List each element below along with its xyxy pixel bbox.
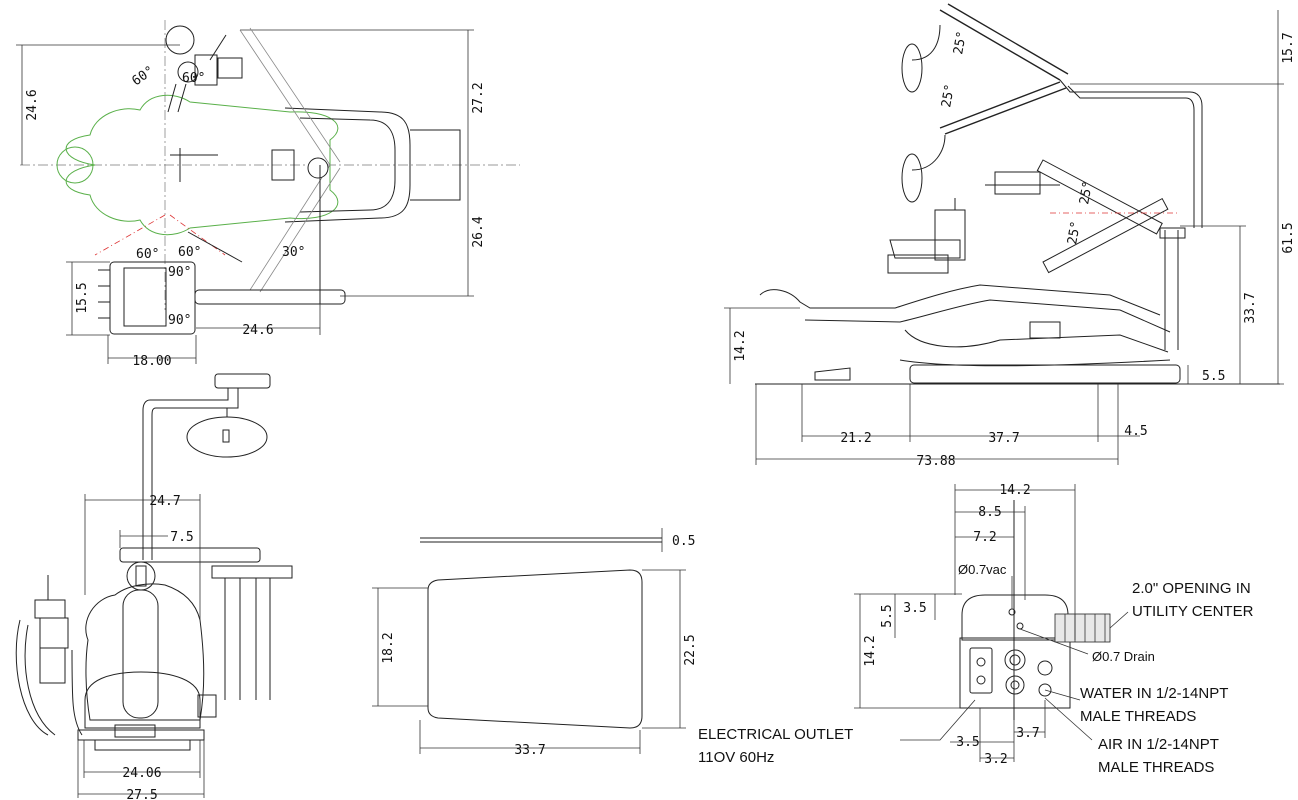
- angle-60-upper-right: 60°: [182, 71, 205, 86]
- dim-util-5-5: 5.5: [880, 604, 895, 627]
- dim-mat-33-7: 33.7: [514, 743, 545, 758]
- angle-60-lower-left: 60°: [136, 247, 159, 262]
- dim-side-4-5: 4.5: [1124, 424, 1147, 439]
- angle-25-d: 25°: [1065, 220, 1084, 246]
- dim-util-3-2: 3.2: [984, 752, 1007, 767]
- angle-90-lower: 90°: [168, 313, 191, 328]
- dim-top-24-6-horizontal: 24.6: [242, 323, 273, 338]
- top-view: 24.6 27.2 26.4 60° 60°: [16, 20, 520, 369]
- angle-60-upper-left: 60°: [129, 63, 157, 89]
- dim-side-15-7: 15.7: [1281, 32, 1296, 63]
- label-electrical-line-1: ELECTRICAL OUTLET: [698, 726, 853, 743]
- angle-90-upper: 90°: [168, 265, 191, 280]
- side-view: 25° 25° 25° 25° 15.7 61.5: [724, 3, 1296, 469]
- label-vac: Ø0.7vac: [958, 562, 1007, 577]
- dim-front-27-5: 27.5: [126, 788, 157, 800]
- utility-center-view: 14.2 8.5 7.2 14.2 5.5 3.5 3.5 3.7 3.2 Ø0…: [698, 483, 1254, 776]
- dim-side-61-5: 61.5: [1281, 222, 1296, 253]
- dim-mat-22-5: 22.5: [683, 634, 698, 665]
- dim-mat-0-5: 0.5: [672, 534, 695, 549]
- dim-side-21-2: 21.2: [840, 431, 871, 446]
- dim-mat-18-2: 18.2: [381, 632, 396, 663]
- dim-side-37-7: 37.7: [988, 431, 1019, 446]
- dim-top-27-2: 27.2: [471, 82, 486, 113]
- dim-front-7-5: 7.5: [170, 530, 193, 545]
- dim-side-73-88: 73.88: [916, 454, 955, 469]
- dim-util-7-2: 7.2: [973, 530, 996, 545]
- label-drain: Ø0.7 Drain: [1092, 649, 1155, 664]
- dim-front-24-7: 24.7: [149, 494, 180, 509]
- angle-25-c: 25°: [1077, 180, 1096, 206]
- floor-mat-view: 0.5 18.2 22.5 33.7: [372, 528, 698, 758]
- label-opening-line-1: 2.0" OPENING IN: [1132, 580, 1251, 597]
- angle-25-a: 25°: [951, 30, 970, 56]
- dim-util-3-5-bottom: 3.5: [956, 735, 979, 750]
- label-opening-line-2: UTILITY CENTER: [1132, 603, 1254, 620]
- angle-30: 30°: [282, 245, 305, 260]
- dim-side-14-2: 14.2: [733, 330, 748, 361]
- dim-side-33-7: 33.7: [1243, 292, 1258, 323]
- dim-top-18-00: 18.00: [132, 354, 171, 369]
- label-water-line-1: WATER IN 1/2-14NPT: [1080, 685, 1228, 702]
- dim-front-24-06: 24.06: [122, 766, 161, 781]
- dim-util-3-7: 3.7: [1016, 726, 1039, 741]
- dim-util-14-2-left: 14.2: [863, 635, 878, 666]
- front-view: 24.7 7.5 24.06 27.5: [15, 373, 293, 800]
- label-air-line-2: MALE THREADS: [1098, 759, 1214, 776]
- angle-25-b: 25°: [939, 83, 958, 109]
- dim-top-26-4: 26.4: [471, 216, 486, 247]
- dim-top-24-6-vertical: 24.6: [25, 89, 40, 120]
- dim-util-3-5-left: 3.5: [903, 601, 926, 616]
- dim-top-15-5: 15.5: [75, 282, 90, 313]
- label-air-line-1: AIR IN 1/2-14NPT: [1098, 736, 1219, 753]
- dim-util-14-2-top: 14.2: [999, 483, 1030, 498]
- dim-util-8-5: 8.5: [978, 505, 1001, 520]
- dim-side-5-5: 5.5: [1202, 369, 1225, 384]
- angle-60-lower-right: 60°: [178, 245, 201, 260]
- label-electrical-line-2: 11OV 60Hz: [698, 749, 774, 766]
- label-water-line-2: MALE THREADS: [1080, 708, 1196, 725]
